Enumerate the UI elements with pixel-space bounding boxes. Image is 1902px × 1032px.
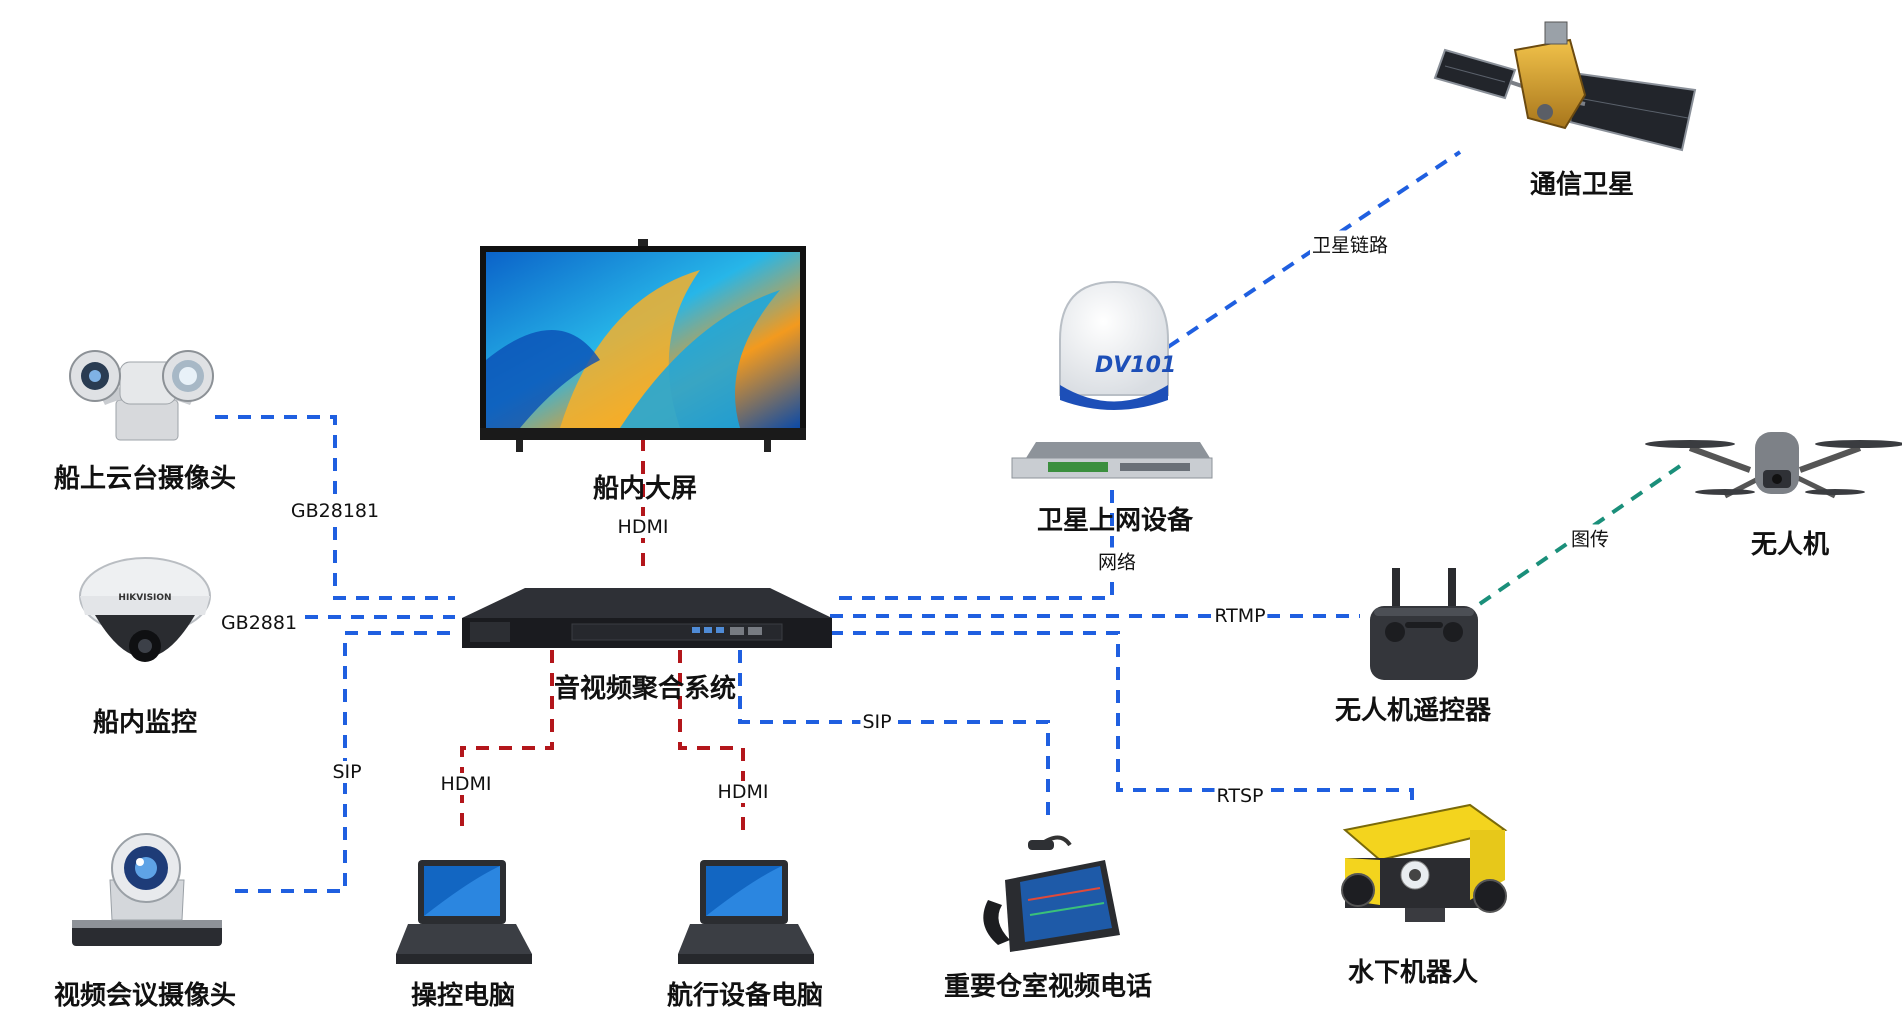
satellite-icon <box>1433 21 1697 152</box>
node-label-ptz-camera: 船上云台摄像头 <box>53 464 237 494</box>
link-label-network: 网络 <box>1095 547 1139 575</box>
node-label-dome-camera: 船内监控 <box>92 708 198 738</box>
link-label-gb28181: GB28181 <box>288 500 382 522</box>
link-rov <box>830 631 1414 800</box>
av-system-icon <box>462 588 832 648</box>
dome-camera-brand-text: HIKVISION <box>118 593 171 603</box>
link-label-gb2881: GB2881 <box>218 612 300 634</box>
node-label-sat-terminal: 卫星上网设备 <box>1036 506 1194 536</box>
node-label-rov: 水下机器人 <box>1347 958 1479 988</box>
link-label-rtmp: RTMP <box>1212 605 1268 627</box>
satellite-terminal-icon: DV101 <box>1011 280 1213 479</box>
node-label-video-phone: 重要仓室视频电话 <box>943 972 1153 1002</box>
node-label-nav-pc: 航行设备电脑 <box>666 981 824 1011</box>
link-label-image-tx: 图传 <box>1568 524 1612 552</box>
drone-controller-icon <box>1370 568 1478 680</box>
ptz-camera-icon <box>69 350 214 441</box>
node-label-conf-camera: 视频会议摄像头 <box>53 981 237 1011</box>
node-label-big-screen: 船内大屏 <box>592 474 698 504</box>
link-label-rtsp: RTSP <box>1214 785 1266 807</box>
big-screen-icon <box>480 239 806 452</box>
link-label-sip-conf: SIP <box>330 761 364 783</box>
link-drone <box>1466 464 1682 614</box>
node-label-drone: 无人机 <box>1750 530 1830 560</box>
link-satellite <box>1166 150 1462 349</box>
control-pc-icon <box>396 860 532 964</box>
dome-camera-icon: HIKVISION <box>79 557 211 662</box>
link-video-phone <box>738 650 1050 820</box>
node-label-av-system: 音视频聚合系统 <box>553 674 737 704</box>
video-phone-icon <box>983 835 1120 952</box>
connection-lines <box>215 150 1682 893</box>
node-label-control-pc: 操控电脑 <box>410 981 516 1011</box>
link-nav-pc <box>678 650 745 832</box>
link-label-hdmi-control: HDMI <box>438 773 494 795</box>
node-label-drone-controller: 无人机遥控器 <box>1334 696 1492 726</box>
rov-icon <box>1341 803 1508 922</box>
link-label-hdmi-nav: HDMI <box>715 781 771 803</box>
node-label-satellite: 通信卫星 <box>1529 170 1635 200</box>
link-label-hdmi-screen: HDMI <box>615 516 671 538</box>
link-control-pc <box>460 650 554 832</box>
link-sat-terminal <box>830 490 1114 600</box>
link-label-sip-phone: SIP <box>860 711 894 733</box>
nav-pc-icon <box>678 860 814 964</box>
conference-camera-icon <box>72 833 222 946</box>
radome-brand-text: DV101 <box>1095 353 1176 378</box>
link-label-satellite: 卫星链路 <box>1309 230 1391 258</box>
drone-icon <box>1645 432 1902 499</box>
